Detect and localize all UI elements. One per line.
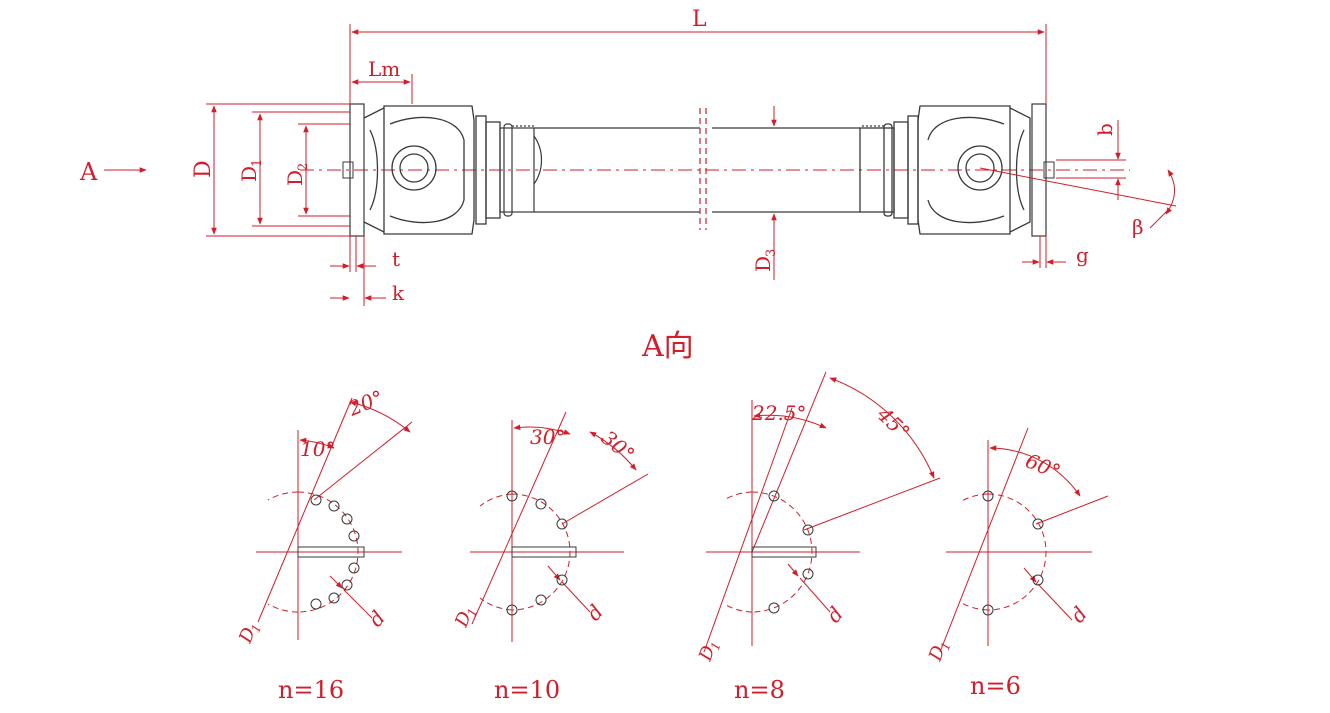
label-g: g: [1076, 243, 1089, 267]
n6-d-label: d: [1065, 602, 1092, 627]
n8-D1-label: D: [695, 642, 720, 664]
label-L: L: [692, 7, 707, 32]
section-title: A向: [641, 329, 694, 364]
label-D1-sub: 1: [250, 159, 265, 167]
label-b: b: [1093, 123, 1117, 136]
flange-view-n10: 30° 30° d D 1 n=10: [451, 411, 649, 704]
n6-count-label: n=6: [970, 672, 1021, 700]
n8-angle-a: 22.5°: [751, 401, 807, 425]
flange-view-n6: 60° d D 1 n=6: [925, 427, 1109, 700]
label-D2: D: [283, 170, 307, 186]
right-flange-key: [1043, 161, 1055, 179]
label-D2-sub: 2: [296, 163, 311, 171]
left-flange-key: [342, 161, 354, 179]
label-Lm: Lm: [368, 57, 400, 81]
n16-angle-a: 10°: [300, 437, 335, 461]
dimension-lines: [104, 24, 1177, 306]
label-D: D: [191, 160, 216, 178]
label-t: t: [392, 247, 400, 271]
right-yoke: [859, 105, 1031, 235]
n8-D1-sub: 1: [708, 640, 724, 652]
n16-d-label: d: [363, 606, 390, 631]
n6-angle-a: 60°: [1022, 448, 1064, 484]
view-arrow-label: A: [79, 158, 98, 186]
shaft-tube: [533, 108, 860, 230]
left-yoke: [363, 105, 501, 235]
label-D3-sub: 3: [764, 249, 779, 257]
flange-view-n8: 22.5° 45° d D 1 n=8: [695, 371, 941, 704]
flange-view-n16: 10° 20° d D 1 n=16: [235, 385, 413, 704]
label-beta: β: [1132, 215, 1144, 239]
n8-count-label: n=8: [734, 676, 785, 704]
n8-angle-b: 45°: [872, 402, 915, 445]
n16-angle-b: 20°: [344, 385, 387, 421]
n6-D1-sub: 1: [938, 640, 954, 652]
n10-angle-a: 30°: [530, 425, 565, 449]
n10-count-label: n=10: [494, 676, 560, 704]
n10-angle-b: 30°: [597, 425, 640, 466]
left-flange: [349, 103, 365, 237]
shaft-assembly: [300, 103, 1130, 237]
n6-D1-label: D: [925, 642, 950, 664]
spline-sleeve: [499, 123, 535, 217]
n10-d-label: d: [581, 600, 608, 625]
label-D1: D: [237, 166, 261, 182]
n16-count-label: n=16: [278, 676, 344, 704]
label-D3: D: [751, 256, 775, 272]
right-flange: [1031, 103, 1047, 237]
n8-d-label: d: [821, 602, 848, 627]
dimension-labels: L Lm A D D 1 D 2 D 3 t k b g β A向: [79, 7, 1144, 364]
label-k: k: [392, 281, 405, 305]
